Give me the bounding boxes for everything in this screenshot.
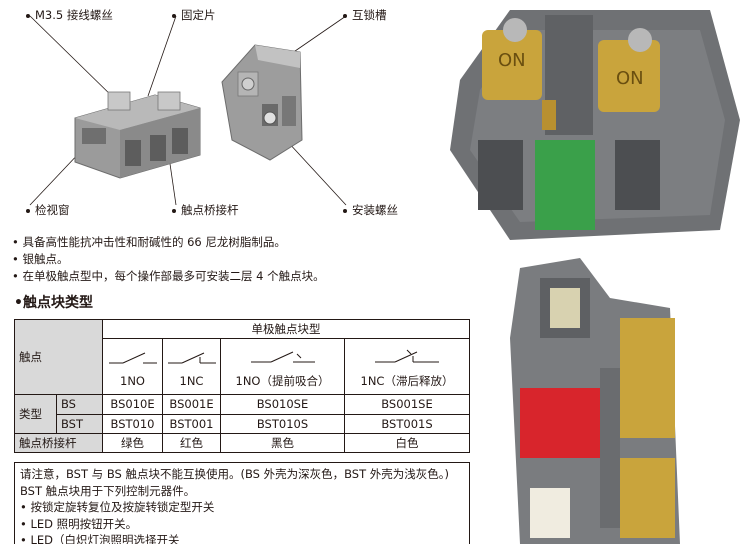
bst-cell: BST001S <box>344 413 470 434</box>
feature-line: • 在单极触点型中，每个操作部最多可安装二层 4 个触点块。 <box>12 269 325 283</box>
callout-fixing-plate: 固定片 <box>172 8 216 22</box>
note-line: • LED（白炽灯泡照明选择开关 <box>20 533 180 544</box>
contact-label: 1NO（提前吸合） <box>235 374 330 388</box>
feature-line: • 银触点。 <box>12 252 69 266</box>
contact-1no: 1NO <box>102 338 163 395</box>
photo-on-label-left: ON <box>498 50 526 71</box>
callout-mounting-screw: 安装螺丝 <box>343 203 398 217</box>
bridge-color-cell: 白色 <box>344 433 470 453</box>
note-line: • LED 照明按钮开关。 <box>20 516 138 531</box>
note-line: 请注意，BST 与 BS 触点块不能互换使用。(BS 外壳为深灰色，BST 外壳… <box>20 467 449 481</box>
type-label: 类型 <box>15 395 57 433</box>
contact-block-side-view <box>221 44 303 161</box>
bs-cell: BS010E <box>102 394 163 415</box>
feature-line: • 具备高性能抗冲击性和耐碱性的 66 尼龙树脂制品。 <box>12 235 286 249</box>
callout-inspection-window: 检视窗 <box>26 203 70 217</box>
contact-block-front-view <box>74 91 201 179</box>
note-line: • 按锁定旋转复位及按旋转锁定型开关 <box>20 500 215 514</box>
contact-label: 1NO <box>120 374 145 388</box>
header-single-pole: 单极触点块型 <box>102 319 470 339</box>
switch-no-symbol <box>108 352 157 364</box>
contact-1no-early: 1NO（提前吸合） <box>220 338 345 395</box>
contact-block-diagram <box>29 15 347 206</box>
bridge-color-cell: 红色 <box>162 433 221 453</box>
note-line: BST 触点块用于下列控制元器件。 <box>20 483 196 498</box>
bs-cell: BS010SE <box>220 394 345 415</box>
callout-contact-bridge: 触点桥接杆 <box>172 203 239 217</box>
contact-block-photo-bottom <box>510 258 680 544</box>
row-header-type: 类型 BS BST <box>14 394 103 434</box>
notes-box: 请注意，BST 与 BS 触点块不能互换使用。(BS 外壳为深灰色，BST 外壳… <box>14 462 470 544</box>
bs-cell: BS001E <box>162 394 221 415</box>
bridge-color-cell: 黑色 <box>220 433 345 453</box>
section-title: •触点块类型 <box>14 295 93 311</box>
bridge-color-cell: 绿色 <box>102 433 163 453</box>
photo-on-label-right: ON <box>616 68 644 89</box>
callout-terminal-screw: M3.5 接线螺丝 <box>26 8 113 22</box>
contact-block-photo-top: ON ON <box>450 10 740 240</box>
type-bst-label: BST <box>61 416 84 431</box>
switch-nc-symbol <box>167 352 216 364</box>
switch-no-early-symbol <box>250 351 315 363</box>
contact-label: 1NC（滞后释放） <box>360 374 454 388</box>
bst-cell: BST010S <box>220 413 345 434</box>
bst-cell: BST010 <box>102 413 163 434</box>
contact-1nc: 1NC <box>162 338 221 395</box>
bst-cell: BST001 <box>162 413 221 434</box>
type-bs-label: BS <box>57 395 102 415</box>
contact-block-table: 触点 单极触点块型 1NO 1NC 1NO（提前吸合） 1NC（滞后释放） 类型… <box>14 319 470 453</box>
row-header-contact: 触点 <box>14 319 103 395</box>
row-header-bridge: 触点桥接杆 <box>14 433 103 453</box>
contact-1nc-late: 1NC（滞后释放） <box>344 338 470 395</box>
bs-cell: BS001SE <box>344 394 470 415</box>
switch-nc-late-symbol <box>375 349 439 363</box>
callout-interlock-slot: 互锁槽 <box>343 8 387 22</box>
contact-label: 1NC <box>179 374 204 388</box>
